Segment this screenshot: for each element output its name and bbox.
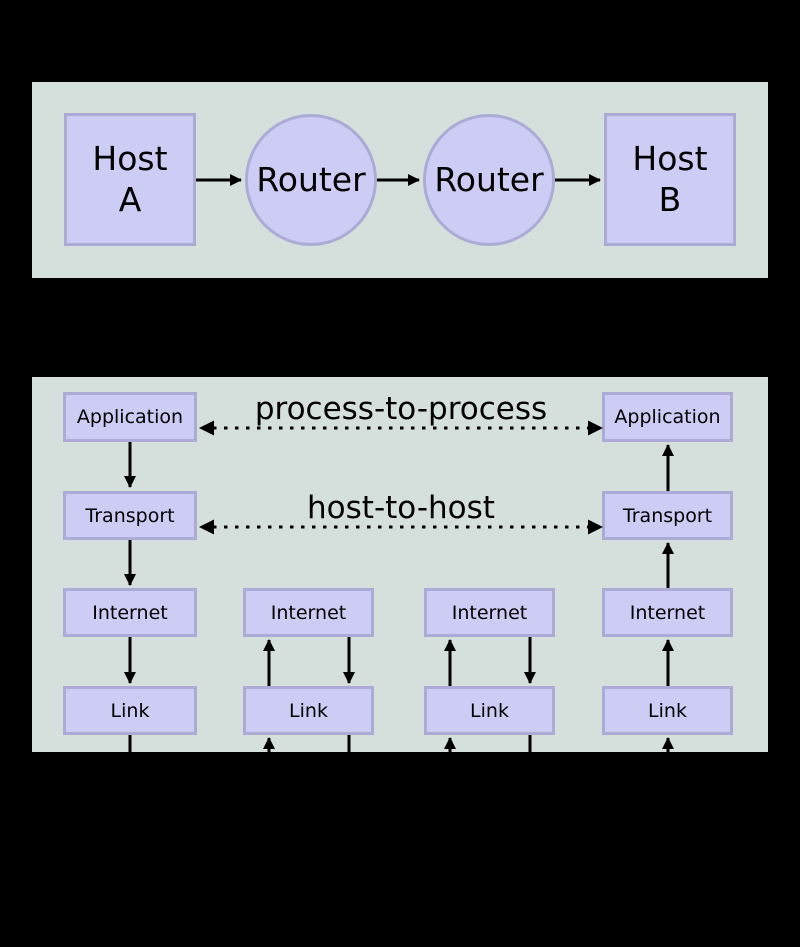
layer-label: Link (289, 699, 328, 722)
layer-label: Link (110, 699, 150, 722)
host-b-transport-box: Transport (602, 491, 733, 540)
cloud-label-line: Satellite, (359, 818, 449, 842)
router-1-internet-box: Internet (243, 588, 374, 637)
host-a-internet-box: Internet (63, 588, 197, 637)
layer-label: Internet (451, 601, 528, 624)
host-b-label-line2: B (658, 179, 682, 219)
host-a-link-box: Link (63, 686, 197, 735)
host-a-node: Host A (64, 113, 196, 246)
cloud-label-line: etc. (385, 843, 423, 867)
router-2-label: Router (434, 159, 544, 199)
layer-label: Transport (622, 504, 713, 527)
layer-label: Application (614, 406, 721, 428)
host-to-host-label: host-to-host (307, 490, 495, 526)
host-b-internet-box: Internet (602, 588, 733, 637)
layer-label: Link (648, 699, 687, 722)
cloud-label-line: Fiber, (376, 793, 432, 817)
host-b-application-box: Application (602, 392, 733, 442)
router-1-link-box: Link (243, 686, 374, 735)
router-2-link-box: Link (424, 686, 555, 735)
host-b-node: Host B (604, 113, 736, 246)
host-a-transport-box: Transport (63, 491, 197, 540)
layer-label: Internet (629, 601, 706, 624)
cloud-label-line: Ethernet (174, 818, 262, 842)
host-a-application-box: Application (63, 392, 197, 442)
router-2-node: Router (423, 114, 555, 246)
fiber-satellite-cloud-label: Fiber, Satellite, etc. (334, 793, 474, 868)
layer-label: Application (76, 406, 184, 428)
ethernet-cloud-2-label: Ethernet (522, 818, 642, 843)
host-a-label-line1: Host (92, 139, 168, 179)
router-1-node: Router (245, 114, 377, 246)
cloud-label-line: Ethernet (538, 818, 626, 842)
host-b-link-box: Link (602, 686, 733, 735)
router-2-internet-box: Internet (424, 588, 555, 637)
layer-label: Internet (270, 601, 347, 624)
layer-label: Internet (92, 601, 168, 624)
router-1-label: Router (256, 159, 366, 199)
process-to-process-label: process-to-process (254, 391, 548, 427)
host-a-label-line2: A (118, 179, 142, 219)
host-b-label-line1: Host (632, 139, 708, 179)
ethernet-cloud-1-label: Ethernet (158, 818, 278, 843)
layer-label: Link (470, 699, 509, 722)
layer-label: Transport (85, 504, 175, 527)
